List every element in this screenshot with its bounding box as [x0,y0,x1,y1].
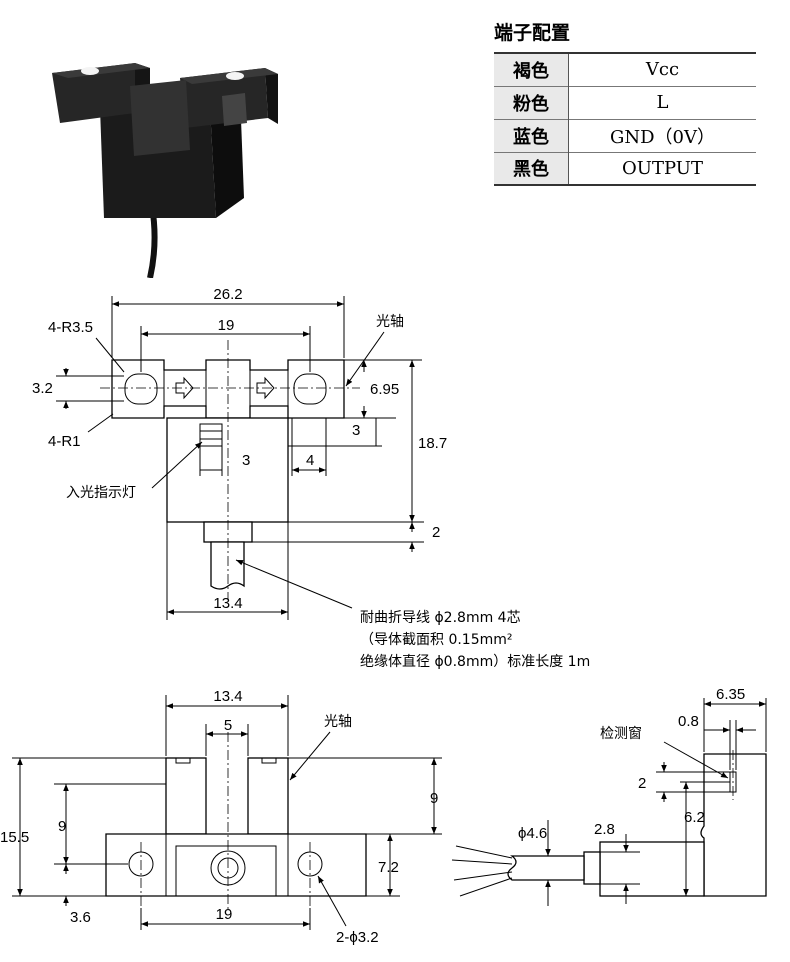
dim-body-width: 13.4 [213,595,242,612]
dim-slot-gap: 5 [224,717,232,734]
label-indicator: 入光指示灯 [66,485,136,501]
cable-note-line1: 耐曲折导线 ϕ2.8mm 4芯 [360,610,521,626]
cable [210,541,245,590]
side-view-head [700,753,767,897]
side-view: 6.35 0.8 检测窗 2 6.2 ϕ4.6 2.8 [451,686,767,906]
optical-arrow-icon [175,376,194,400]
wire-color: 黑色 [494,152,569,185]
dim-bottom-offset: 3.6 [70,909,91,926]
dim-axis-height: 6.2 [684,809,705,826]
dim-slot-height: 3.2 [32,380,53,397]
side-view-body [599,841,705,897]
dim-total-height: 18.7 [418,435,447,452]
dim-stub-dia: 2.8 [594,821,615,838]
label-detect-window: 检测窗 [600,725,642,742]
fork-arm [247,757,289,835]
label-optical-axis: 光轴 [376,314,404,330]
dim-side-depth: 6.35 [716,686,745,703]
dim-window-offset: 0.8 [678,713,699,730]
dim-cable-stub: 2 [432,524,440,541]
dim-led-width: 3 [242,452,250,469]
mounting-slot [124,373,158,405]
dim-slot-width: 4 [306,452,314,469]
top-view: 26.2 19 4-R3.5 4-R1 3.2 光轴 6.95 3 18.7 [32,286,590,670]
table-row: 褐色 Vcc [494,53,756,86]
wire-signal: GND（0V） [609,126,715,148]
wire-signal: OUTPUT [622,157,703,179]
table-row: 粉色 L [494,86,756,119]
wire-color: 褐色 [494,53,569,86]
wire-color: 蓝色 [494,119,569,152]
mounting-slot [293,373,327,405]
dim-fork-height: 9 [430,790,438,807]
table-row: 黑色 OUTPUT [494,152,756,185]
label-holes: 2-ϕ3.2 [336,929,379,946]
optical-arrow-icon [256,376,275,400]
product-photo [52,63,278,278]
dim-cable-dia: ϕ4.6 [518,825,547,842]
indicator-led [199,423,223,447]
wire-leads [451,845,513,897]
wire-signal: L [656,92,669,113]
side-view-cable [507,855,585,881]
dim-front-total-height: 15.5 [0,829,29,846]
pin-config-table: 褐色 Vcc 粉色 L 蓝色 GND（0V） 黑色 OUTPUT [494,52,756,186]
dim-overall-width: 26.2 [213,286,242,303]
dim-window-height: 2 [638,775,646,792]
dim-led-offset: 3 [352,422,360,439]
cable-note-line2: （导体截面积 0.15mm² [360,632,513,648]
fork-arm [165,757,207,835]
dim-hole-height: 7.2 [378,859,399,876]
top-view-body [166,417,289,523]
label-radius-outer: 4-R3.5 [48,319,93,336]
dim-front-hole-pitch: 19 [216,906,233,923]
front-view: 13.4 5 光轴 9 7.2 15.5 9 3.6 1 [0,688,442,946]
label-radius-inner: 4-R1 [48,433,81,450]
pin-config-title: 端子配置 [494,22,571,44]
cable-note-line3: 绝缘体直径 ϕ0.8mm）标准长度 1m [360,653,590,670]
wire-signal: Vcc [645,59,680,81]
table-row: 蓝色 GND（0V） [494,119,756,152]
label-front-optical-axis: 光轴 [324,714,352,730]
front-view-base [105,833,367,897]
side-view-stub [583,851,601,885]
dim-front-width: 13.4 [213,688,242,705]
wire-color: 粉色 [494,86,569,119]
dim-base-height: 9 [58,818,66,835]
dim-flange-height: 6.95 [370,381,399,398]
dim-hole-pitch: 19 [218,317,235,334]
